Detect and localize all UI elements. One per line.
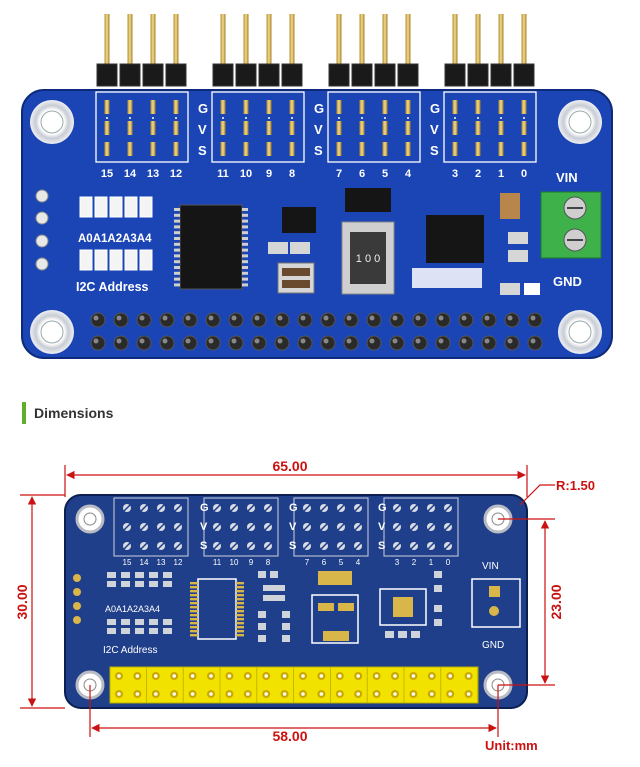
d-row-g-1: G: [200, 502, 209, 514]
d-row-g-3: G: [378, 502, 387, 514]
servo-number-8: 8: [289, 168, 295, 180]
side-pads: [35, 189, 49, 271]
row-letter-v: V: [198, 122, 207, 137]
hole-vertical-dimension: 23.00: [548, 584, 564, 619]
row-letter-g: G: [198, 101, 208, 116]
drawing-gpio-header: [109, 666, 479, 704]
drawing-servo-number-8: 8: [266, 558, 271, 567]
row-letter-s-3: S: [430, 143, 439, 158]
address-pins-label: A0A1A2A3A4: [78, 233, 152, 245]
gnd-label: GND: [553, 274, 582, 289]
row-letter-g-2: G: [314, 101, 324, 116]
drawing-servo-number-1: 1: [429, 558, 434, 567]
drawing-servo-number-12: 12: [174, 558, 183, 567]
unit-label: Unit:mm: [485, 738, 538, 753]
drawing-terminal: [471, 578, 521, 628]
servo-number-10: 10: [240, 168, 252, 180]
drawing-footprints: [258, 571, 442, 644]
drawing-servo-number-4: 4: [356, 558, 361, 567]
servo-number-4: 4: [405, 168, 412, 180]
d-row-s-3: S: [378, 540, 385, 552]
inductor-mark: 1 0 0: [356, 253, 380, 265]
width-dimension: 65.00: [272, 458, 307, 474]
height-dimension: 30.00: [14, 584, 30, 619]
servo-number-5: 5: [382, 168, 388, 180]
drawing-servo-number-10: 10: [230, 558, 239, 567]
screw-terminal: [540, 191, 602, 259]
section-heading: Dimensions: [22, 400, 113, 426]
servo-number-9: 9: [266, 168, 272, 180]
d-row-v-3: V: [378, 521, 386, 533]
servo-number-12: 12: [170, 168, 182, 180]
d-row-v-1: V: [200, 521, 208, 533]
drawing-servo-number-13: 13: [157, 558, 166, 567]
d-row-v-2: V: [289, 521, 297, 533]
drawing-servo-number-2: 2: [412, 558, 417, 567]
vin-label: VIN: [556, 170, 578, 185]
gpio-header: [90, 312, 543, 351]
servo-number-1: 1: [498, 168, 504, 180]
drawing-gnd-label: GND: [482, 640, 504, 651]
address-label: I2C Address: [76, 280, 149, 294]
drawing-servo-number-6: 6: [322, 558, 327, 567]
heading-accent-bar: [22, 402, 26, 424]
servo-headers: [95, 14, 537, 163]
drawing-vin-label: VIN: [482, 561, 499, 572]
servo-number-0: 0: [521, 168, 527, 180]
drawing-row-letters: G V S G V S G V S: [200, 502, 387, 552]
drawing-address-pads: [107, 572, 172, 634]
drawing-servo-number-9: 9: [249, 558, 254, 567]
servo-number-7: 7: [336, 168, 342, 180]
pwm-chip: [174, 204, 248, 290]
drawing-servo-number-14: 14: [140, 558, 149, 567]
drawing-servo-number-11: 11: [213, 558, 222, 567]
hole-horizontal-dimension: 58.00: [272, 728, 307, 744]
drawing-servo-number-15: 15: [123, 558, 132, 567]
small-components: 1 0 0: [268, 188, 540, 295]
drawing-address-label: I2C Address: [103, 645, 157, 656]
section-title: Dimensions: [34, 405, 114, 421]
row-letter-v-2: V: [314, 122, 323, 137]
drawing-servo-number-3: 3: [395, 558, 400, 567]
dimension-lines: [20, 465, 555, 737]
servo-number-13: 13: [147, 168, 159, 180]
servo-number-2: 2: [475, 168, 481, 180]
servo-number-14: 14: [124, 168, 137, 180]
servo-number-11: 11: [217, 168, 229, 180]
row-letter-g-3: G: [430, 101, 440, 116]
dimension-labels: 65.00 30.00 23.00 58.00 R:1.50 Unit:mm: [14, 458, 595, 753]
row-letter-v-3: V: [430, 122, 439, 137]
drawing-chip: [190, 578, 244, 640]
row-letter-s: S: [198, 143, 207, 158]
address-pads: [79, 196, 153, 271]
drawing-side-pads: [73, 574, 81, 624]
servo-number-15: 15: [101, 168, 113, 180]
servo-number-3: 3: [452, 168, 458, 180]
servo-number-6: 6: [359, 168, 365, 180]
drawing-servo-number-5: 5: [339, 558, 344, 567]
d-row-s-1: S: [200, 540, 207, 552]
drawing-servo-headers: [113, 497, 459, 557]
row-letter-s-2: S: [314, 143, 323, 158]
drawing-address-pins: A0A1A2A3A4: [105, 604, 160, 614]
drawing-servo-number-7: 7: [305, 558, 310, 567]
d-row-s-2: S: [289, 540, 296, 552]
row-letters: G V S G V S G V S: [198, 101, 440, 158]
d-row-g-2: G: [289, 502, 298, 514]
pcb-board: [21, 89, 613, 359]
drawing-servo-number-0: 0: [446, 558, 451, 567]
mounting-holes: [30, 100, 602, 354]
radius-dimension: R:1.50: [556, 478, 595, 493]
